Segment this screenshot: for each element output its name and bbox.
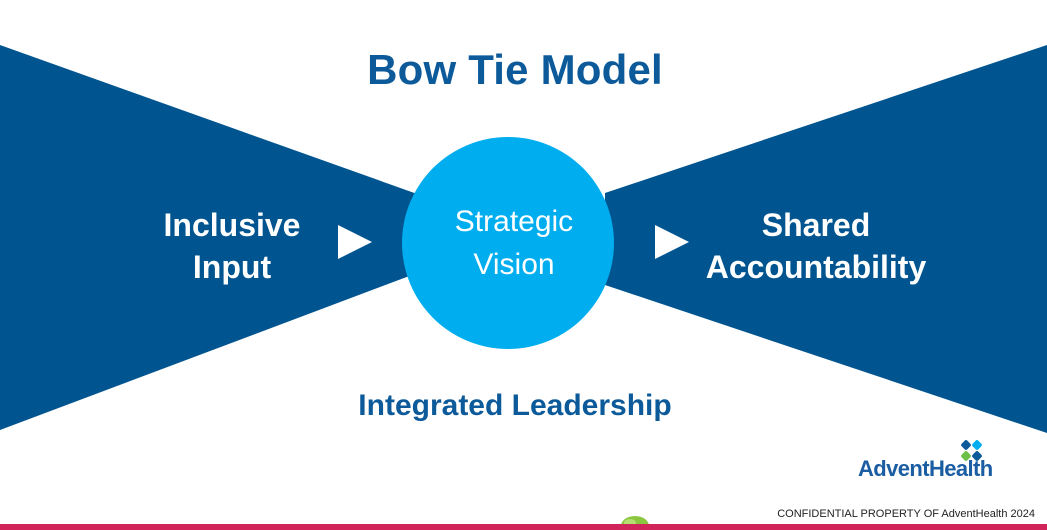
center-label: Strategic Vision bbox=[404, 200, 624, 286]
left-arrow-icon bbox=[338, 225, 372, 259]
center-label-line-1: Strategic bbox=[454, 205, 574, 238]
right-label-line-2: Accountability bbox=[705, 249, 927, 285]
advent-health-logo-icon bbox=[961, 440, 982, 461]
bottom-accent-bar bbox=[0, 524, 1047, 530]
page-title: Bow Tie Model bbox=[367, 46, 663, 93]
left-label-line-2: Input bbox=[192, 249, 272, 285]
center-circle bbox=[402, 137, 614, 349]
center-label-line-2: Vision bbox=[473, 248, 555, 281]
advent-health-logo: AdventHealth bbox=[858, 456, 993, 481]
right-label: Shared Accountability bbox=[680, 204, 952, 288]
left-label: Inclusive Input bbox=[142, 204, 322, 288]
right-label-line-1: Shared bbox=[761, 207, 871, 243]
confidential-footer: CONFIDENTIAL PROPERTY OF AdventHealth 20… bbox=[777, 508, 1035, 520]
bottom-label: Integrated Leadership bbox=[358, 389, 672, 422]
right-arrow-icon bbox=[655, 225, 689, 259]
right-wing bbox=[605, 45, 1047, 433]
left-wing bbox=[0, 45, 420, 430]
left-label-line-1: Inclusive bbox=[163, 207, 301, 243]
